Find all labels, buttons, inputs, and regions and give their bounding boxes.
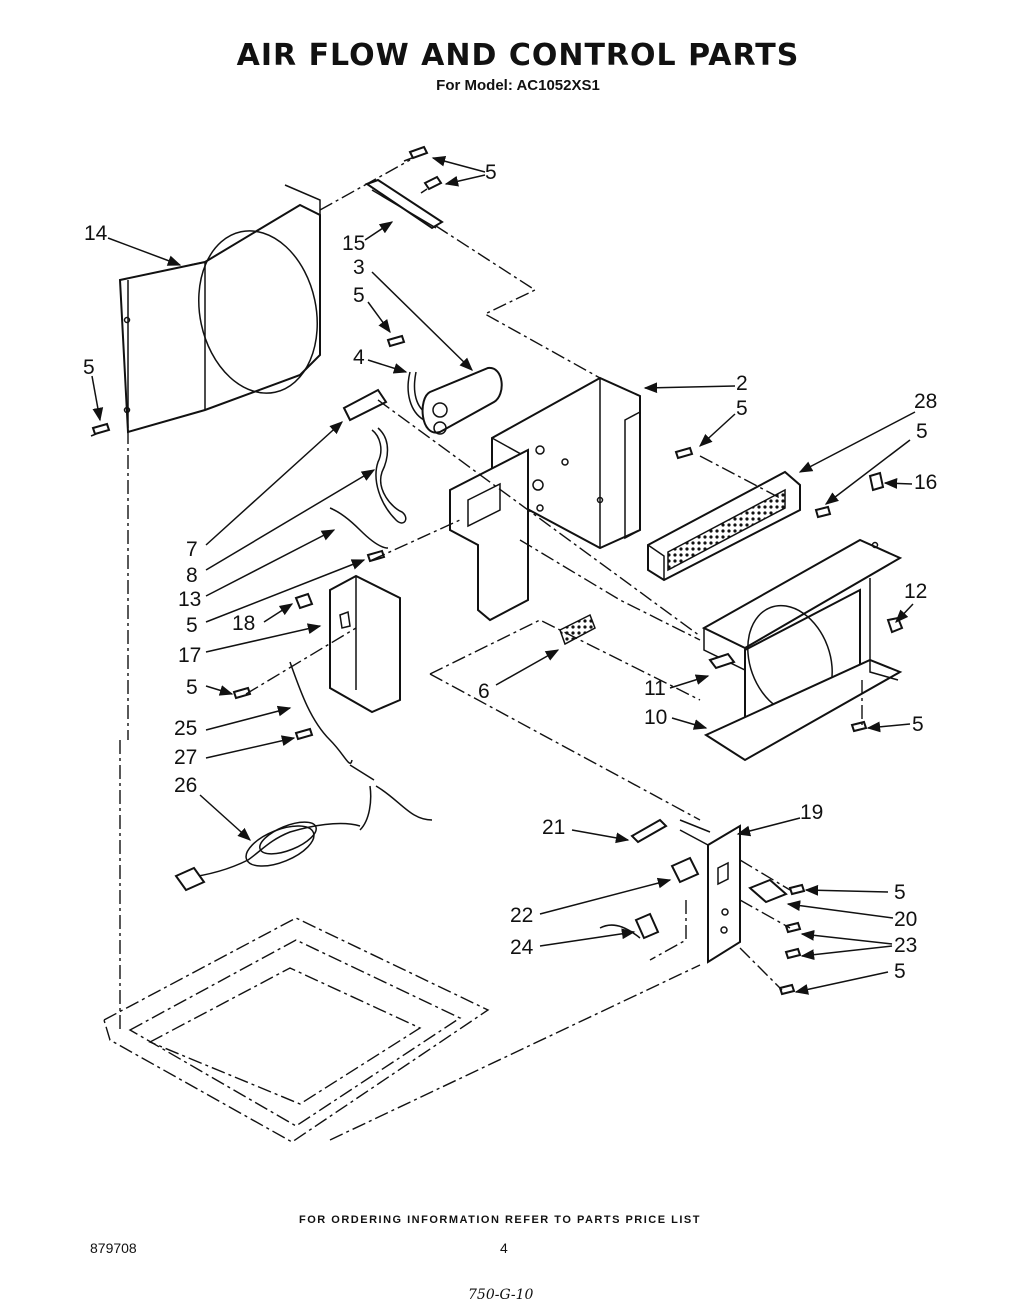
callout-15: 15 (342, 232, 365, 255)
control-box (599, 818, 788, 964)
callout-3: 3 (353, 256, 365, 279)
callout-5f: 5 (186, 614, 198, 637)
callout-19: 19 (800, 801, 823, 824)
assembly-lines (245, 159, 863, 1141)
screw-group (90, 145, 868, 996)
callout-7: 7 (186, 538, 198, 561)
callout-13: 13 (178, 588, 201, 611)
clip-and-tube (342, 388, 407, 524)
control-bracket (449, 376, 641, 622)
handwritten-note: 750-G-10 (468, 1287, 534, 1303)
document-number: 879708 (90, 1240, 137, 1256)
leader-arrows (91, 155, 916, 995)
callout-27: 27 (174, 746, 197, 769)
callout-20: 20 (894, 908, 917, 931)
callout-5g: 5 (186, 676, 198, 699)
callout-5h: 5 (912, 713, 924, 736)
base-pan (103, 430, 490, 1143)
callout-16: 16 (914, 471, 937, 494)
callout-11: 11 (644, 677, 666, 700)
callout-5a: 5 (485, 161, 497, 184)
callout-22: 22 (510, 904, 533, 927)
callout-8: 8 (186, 564, 198, 587)
callout-14: 14 (84, 222, 108, 245)
page-number: 4 (500, 1240, 508, 1256)
callout-5c: 5 (736, 397, 748, 420)
ordering-note: FOR ORDERING INFORMATION REFER TO PARTS … (299, 1214, 701, 1226)
callout-24: 24 (510, 936, 534, 959)
mesh-grille (647, 470, 801, 582)
callout-labels: 5 14 15 3 5 4 2 5 28 5 16 5 7 8 13 5 18 … (83, 161, 937, 983)
callout-28: 28 (914, 390, 937, 413)
model-subtitle: For Model: AC1052XS1 (436, 77, 600, 94)
callout-5d: 5 (916, 420, 928, 443)
capacitor-and-strap (407, 367, 503, 435)
small-filter (559, 613, 596, 646)
callout-10: 10 (644, 706, 667, 729)
callout-4: 4 (353, 346, 365, 369)
callout-5j: 5 (894, 960, 906, 983)
callout-6: 6 (478, 680, 490, 703)
mounting-plate (294, 574, 401, 714)
top-bracket (364, 178, 444, 230)
callout-25: 25 (174, 717, 197, 740)
callout-5b: 5 (353, 284, 365, 307)
page-title: AIR FLOW AND CONTROL PARTS (236, 38, 800, 73)
callout-18: 18 (232, 612, 255, 635)
callout-17: 17 (178, 644, 201, 667)
harness-wire-13 (329, 507, 389, 549)
callout-5i: 5 (894, 881, 906, 904)
callout-12: 12 (904, 580, 927, 603)
blower-housing (701, 538, 904, 762)
front-shroud-panel (118, 184, 321, 434)
callout-2: 2 (736, 372, 748, 395)
cords (174, 661, 433, 892)
callout-23: 23 (894, 934, 917, 957)
clip-16 (868, 471, 885, 492)
callout-26: 26 (174, 774, 197, 797)
callout-5e: 5 (83, 356, 95, 379)
callout-21: 21 (542, 816, 565, 839)
